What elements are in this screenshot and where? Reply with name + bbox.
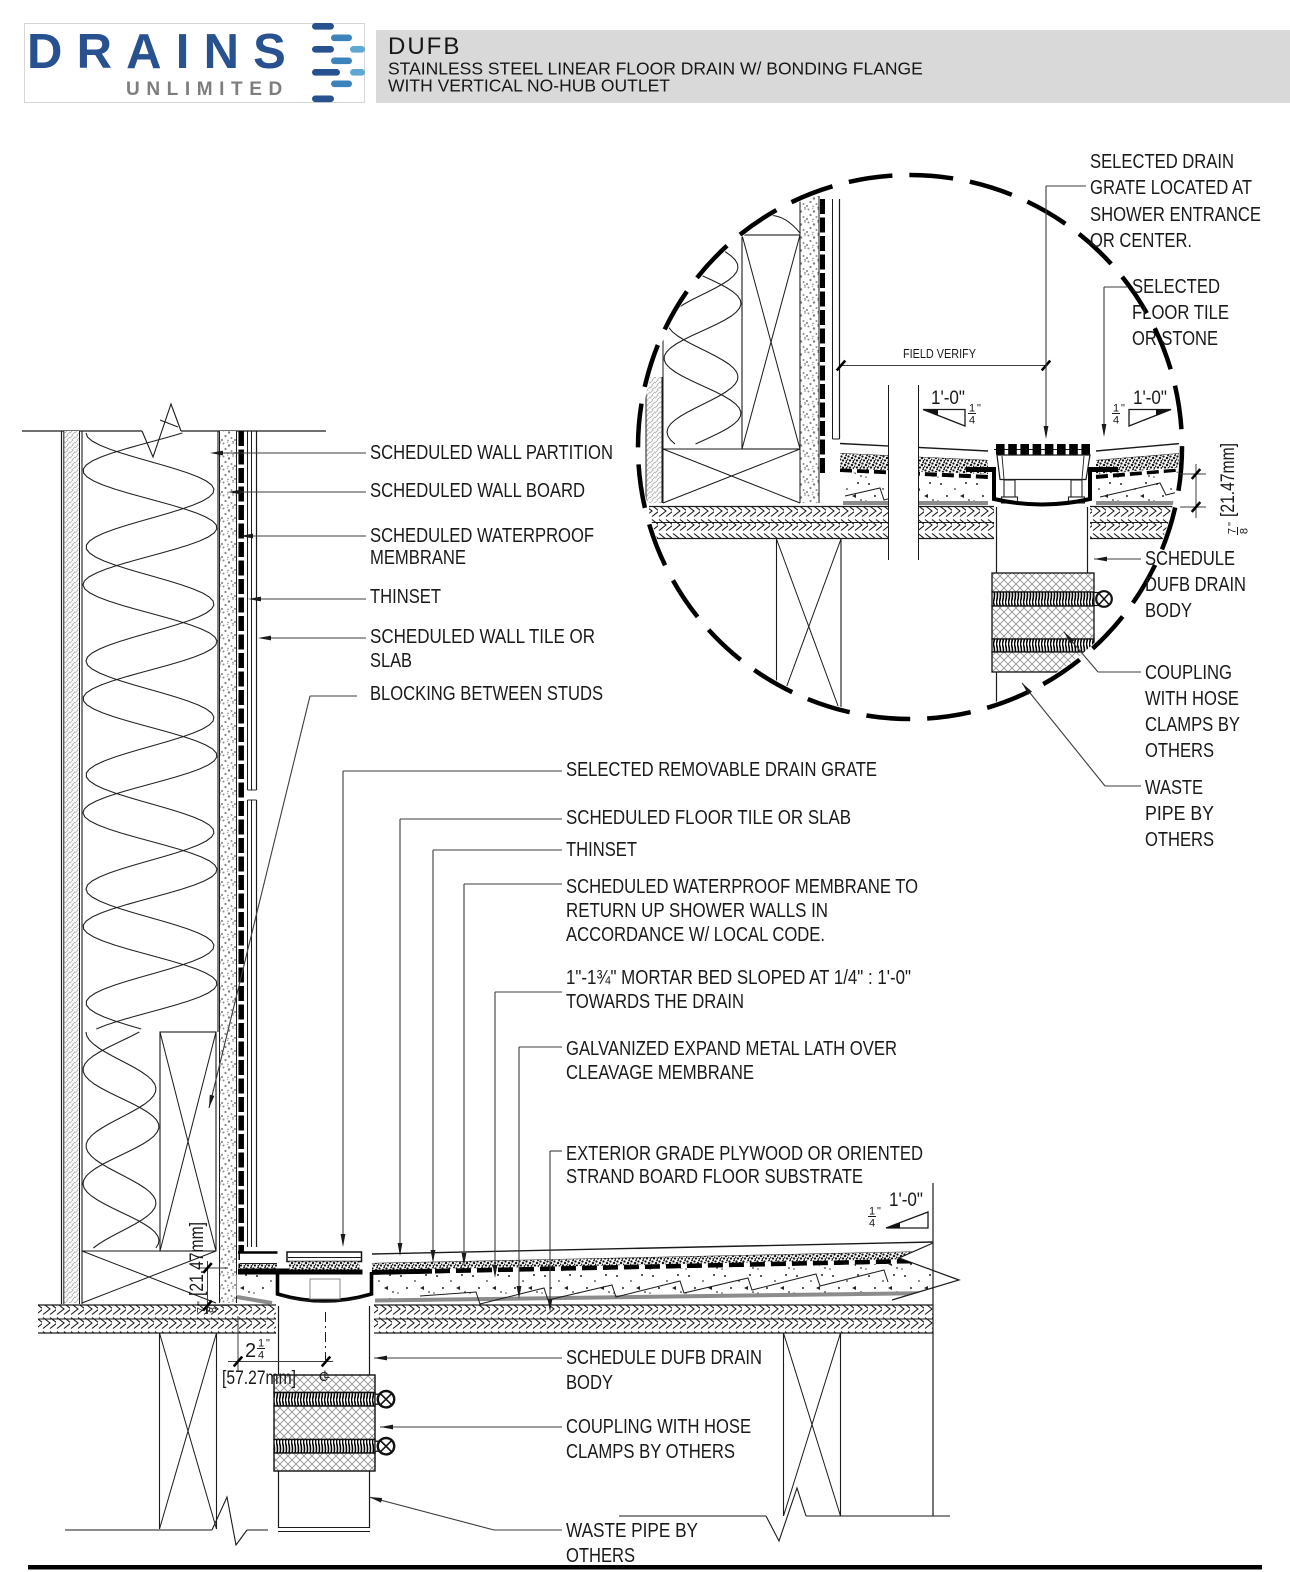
svg-text:OTHERS: OTHERS (566, 1545, 635, 1567)
svg-text:SCHEDULED WATERPROOF MEMBRANE: SCHEDULED WATERPROOF MEMBRANE TO (566, 876, 918, 898)
svg-text:[21.47mm]: [21.47mm] (187, 1222, 208, 1296)
svg-text:EXTERIOR GRADE PLYWOOD OR ORIE: EXTERIOR GRADE PLYWOOD OR ORIENTED (566, 1143, 923, 1165)
svg-text:": " (196, 1301, 208, 1305)
svg-text:COUPLING: COUPLING (1145, 662, 1232, 684)
svg-text:1: 1 (258, 1338, 264, 1350)
svg-text:WASTE PIPE BY: WASTE PIPE BY (566, 1520, 698, 1542)
svg-text:BODY: BODY (566, 1372, 613, 1394)
svg-text:SELECTED REMOVABLE DRAIN GRATE: SELECTED REMOVABLE DRAIN GRATE (566, 759, 877, 781)
svg-text:[21.47mm]: [21.47mm] (1218, 443, 1239, 517)
svg-text:SCHEDULE: SCHEDULE (1145, 548, 1235, 570)
svg-text:MEMBRANE: MEMBRANE (370, 547, 466, 569)
svg-text:4: 4 (969, 415, 975, 427)
svg-text:4: 4 (258, 1350, 264, 1362)
svg-text:SCHEDULED WATERPROOF: SCHEDULED WATERPROOF (370, 525, 594, 547)
svg-text:": " (877, 1206, 881, 1218)
svg-text:SCHEDULED FLOOR TILE OR SLAB: SCHEDULED FLOOR TILE OR SLAB (566, 807, 851, 829)
svg-text:7: 7 (196, 1307, 208, 1313)
svg-text:FIELD VERIFY: FIELD VERIFY (903, 346, 976, 361)
svg-text:RETURN UP SHOWER WALLS IN: RETURN UP SHOWER WALLS IN (566, 900, 828, 922)
svg-text:": " (977, 403, 981, 415)
svg-text:THINSET: THINSET (370, 586, 441, 608)
svg-text:1'-0": 1'-0" (1133, 388, 1167, 409)
svg-text:GRATE LOCATED AT: GRATE LOCATED AT (1090, 177, 1252, 199)
svg-text:WASTE: WASTE (1145, 777, 1203, 799)
svg-text:2: 2 (245, 1340, 256, 1362)
svg-text:UNLIMITED: UNLIMITED (126, 79, 289, 100)
svg-text:": " (1121, 403, 1125, 415)
svg-text:FLOOR TILE: FLOOR TILE (1132, 302, 1229, 324)
svg-text:[57.27mm]: [57.27mm] (222, 1368, 296, 1389)
svg-text:OTHERS: OTHERS (1145, 740, 1214, 762)
svg-text:1'-0": 1'-0" (931, 388, 965, 409)
svg-text:OR CENTER.: OR CENTER. (1090, 230, 1192, 252)
svg-text:ACCORDANCE W/ LOCAL CODE.: ACCORDANCE W/ LOCAL CODE. (566, 924, 825, 946)
svg-text:": " (1227, 522, 1239, 526)
svg-text:1"-1¾" MORTAR BED SLOPED AT 1: 1"-1¾" MORTAR BED SLOPED AT 1/4" : 1'-0" (566, 967, 911, 989)
svg-text:1: 1 (1113, 403, 1119, 415)
svg-text:DUFB: DUFB (388, 33, 461, 60)
svg-text:C: C (319, 1369, 328, 1384)
svg-text:OR STONE: OR STONE (1132, 328, 1218, 350)
svg-text:L: L (324, 1369, 330, 1381)
svg-text:COUPLING WITH HOSE: COUPLING WITH HOSE (566, 1416, 751, 1438)
svg-text:CLAMPS BY OTHERS: CLAMPS BY OTHERS (566, 1441, 735, 1463)
svg-text:SELECTED DRAIN: SELECTED DRAIN (1090, 151, 1234, 173)
svg-text:CLAMPS BY: CLAMPS BY (1145, 714, 1240, 736)
svg-text:SCHEDULE DUFB DRAIN: SCHEDULE DUFB DRAIN (566, 1347, 762, 1369)
svg-text:STRAND BOARD FLOOR SUBSTRATE: STRAND BOARD FLOOR SUBSTRATE (566, 1166, 863, 1188)
svg-text:DUFB DRAIN: DUFB DRAIN (1145, 574, 1246, 596)
svg-text:8: 8 (208, 1307, 220, 1313)
svg-text:7: 7 (1227, 528, 1239, 534)
svg-text:1'-0": 1'-0" (889, 1190, 923, 1211)
svg-text:1: 1 (869, 1206, 875, 1218)
svg-text:4: 4 (869, 1218, 875, 1230)
svg-text:SLAB: SLAB (370, 650, 412, 672)
svg-text:SCHEDULED WALL BOARD: SCHEDULED WALL BOARD (370, 480, 585, 502)
svg-text:WITH HOSE: WITH HOSE (1145, 688, 1239, 710)
svg-text:SELECTED: SELECTED (1132, 276, 1220, 298)
svg-text:CLEAVAGE MEMBRANE: CLEAVAGE MEMBRANE (566, 1062, 754, 1084)
svg-text:SCHEDULED WALL PARTITION: SCHEDULED WALL PARTITION (370, 442, 613, 464)
svg-text:BODY: BODY (1145, 600, 1192, 622)
svg-text:BLOCKING BETWEEN STUDS: BLOCKING BETWEEN STUDS (370, 683, 603, 705)
svg-text:STAINLESS STEEL LINEAR FLOOR D: STAINLESS STEEL LINEAR FLOOR DRAIN W/ BO… (388, 59, 923, 79)
svg-text:": " (266, 1338, 270, 1350)
svg-text:PIPE BY: PIPE BY (1145, 803, 1214, 825)
svg-text:DRAINS: DRAINS (27, 25, 300, 79)
svg-text:WITH VERTICAL NO-HUB OUTLET: WITH VERTICAL NO-HUB OUTLET (388, 76, 670, 96)
svg-text:1: 1 (969, 403, 975, 415)
svg-text:THINSET: THINSET (566, 839, 637, 861)
svg-text:SHOWER ENTRANCE: SHOWER ENTRANCE (1090, 204, 1261, 226)
svg-text:GALVANIZED EXPAND METAL LATH O: GALVANIZED EXPAND METAL LATH OVER (566, 1038, 897, 1060)
svg-text:OTHERS: OTHERS (1145, 829, 1214, 851)
svg-text:8: 8 (1239, 528, 1251, 534)
svg-text:TOWARDS THE DRAIN: TOWARDS THE DRAIN (566, 991, 744, 1013)
svg-text:4: 4 (1113, 415, 1119, 427)
svg-text:SCHEDULED WALL TILE OR: SCHEDULED WALL TILE OR (370, 626, 595, 648)
